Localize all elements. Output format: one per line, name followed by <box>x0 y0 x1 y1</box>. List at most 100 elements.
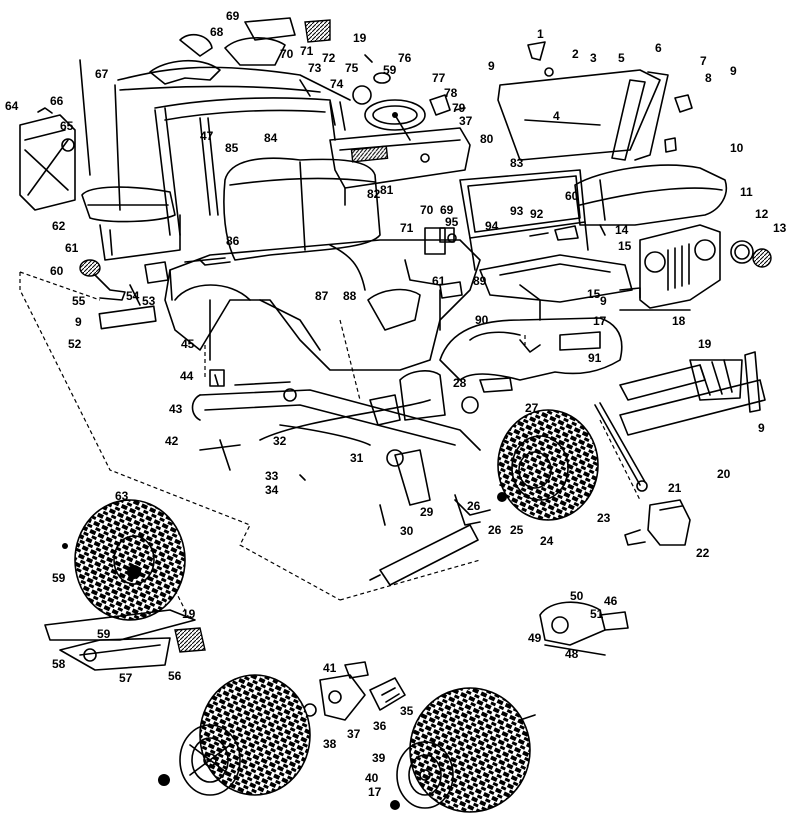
part-label: 45 <box>181 337 195 351</box>
part-label: 75 <box>345 61 359 75</box>
part-label: 54 <box>126 289 140 303</box>
part-label: 66 <box>50 94 64 108</box>
part-label: 43 <box>169 402 183 416</box>
part-label: 30 <box>400 524 414 538</box>
part-label: 81 <box>380 183 394 197</box>
part-label: 10 <box>730 141 744 155</box>
body-tub <box>164 239 481 371</box>
part-label: 65 <box>60 119 74 133</box>
part-label: 40 <box>365 771 379 785</box>
part-label: 56 <box>168 669 182 683</box>
part-label: 4 <box>553 109 560 123</box>
part-label: 84 <box>264 131 278 145</box>
rear-wheel-bottom-left <box>158 674 311 796</box>
part-label: 7 <box>700 54 707 68</box>
part-label: 2 <box>572 47 579 61</box>
rear-wheel-left <box>62 499 186 621</box>
part-label: 19 <box>698 337 712 351</box>
part-label: 76 <box>398 51 412 65</box>
part-label: 60 <box>50 264 64 278</box>
antenna <box>79 59 91 176</box>
part-label: 70 <box>420 203 434 217</box>
grille <box>639 224 721 309</box>
part-label: 92 <box>530 207 544 221</box>
part-label: 8 <box>705 71 712 85</box>
part-label: 48 <box>565 647 579 661</box>
part-label: 49 <box>528 631 542 645</box>
part-label: 21 <box>668 481 682 495</box>
part-label: 15 <box>587 287 601 301</box>
part-label: 28 <box>453 376 467 390</box>
part-label: 59 <box>52 571 66 585</box>
rear-axle <box>369 499 491 586</box>
part-label: 9 <box>75 315 82 329</box>
steering-wheel <box>364 99 426 141</box>
part-label: 63 <box>115 489 129 503</box>
part-label: 13 <box>773 221 787 235</box>
dashboard <box>329 127 471 206</box>
part-label: 83 <box>510 156 524 170</box>
part-label: 46 <box>604 594 618 608</box>
part-label: 9 <box>488 59 495 73</box>
part-label: 39 <box>372 751 386 765</box>
jerry-can <box>19 107 76 211</box>
part-label: 90 <box>475 313 489 327</box>
part-label: 80 <box>480 132 494 146</box>
part-label: 68 <box>210 25 224 39</box>
part-label: 1 <box>537 27 544 41</box>
part-label: 55 <box>72 294 86 308</box>
part-label: 11 <box>740 185 753 199</box>
part-label: 3 <box>590 51 597 65</box>
part-labels: 1 2 3 4 5 6 7 8 9 9 9 9 9 10 11 12 13 14… <box>5 9 787 799</box>
part-label: 71 <box>400 221 414 235</box>
part-label: 23 <box>597 511 611 525</box>
part-label: 32 <box>273 434 287 448</box>
part-label: 95 <box>445 215 459 229</box>
part-label: 9 <box>758 421 765 435</box>
gearbox <box>399 331 601 421</box>
part-label: 27 <box>525 401 539 415</box>
headlight <box>730 240 772 268</box>
part-label: 26 <box>488 523 502 537</box>
part-label: 36 <box>373 719 387 733</box>
part-label: 73 <box>308 61 322 75</box>
part-label: 94 <box>485 219 499 233</box>
part-label: 53 <box>142 294 156 308</box>
part-label: 61 <box>432 274 446 288</box>
part-label: 15 <box>618 239 632 253</box>
front-fender <box>439 309 691 381</box>
door-hardware <box>527 41 693 153</box>
part-label: 31 <box>350 451 364 465</box>
part-label: 62 <box>52 219 66 233</box>
part-label: 86 <box>226 234 240 248</box>
part-label: 9 <box>730 64 737 78</box>
part-label: 44 <box>180 369 194 383</box>
part-label: 47 <box>200 129 214 143</box>
rear-motor <box>539 601 629 656</box>
part-label: 52 <box>68 337 82 351</box>
front-wheel <box>497 409 599 521</box>
part-label: 19 <box>182 607 196 621</box>
part-label: 19 <box>353 31 367 45</box>
part-label: 70 <box>280 47 294 61</box>
part-label: 33 <box>265 469 279 483</box>
rear-fender-parts <box>44 609 206 671</box>
battery-area <box>479 224 641 321</box>
part-label: 14 <box>615 223 629 237</box>
part-label: 41 <box>323 661 337 675</box>
part-label: 17 <box>593 314 607 328</box>
part-label: 64 <box>5 99 19 113</box>
part-label: 87 <box>315 289 329 303</box>
part-label: 79 <box>452 101 466 115</box>
part-label: 77 <box>432 71 446 85</box>
part-label: 24 <box>540 534 554 548</box>
part-label: 17 <box>368 785 382 799</box>
steering-rod <box>594 402 648 492</box>
part-label: 91 <box>588 351 602 365</box>
part-label: 35 <box>400 704 414 718</box>
front-bumper <box>619 351 766 436</box>
part-label: 57 <box>119 671 133 685</box>
part-label: 5 <box>618 51 625 65</box>
part-label: 74 <box>330 77 344 91</box>
